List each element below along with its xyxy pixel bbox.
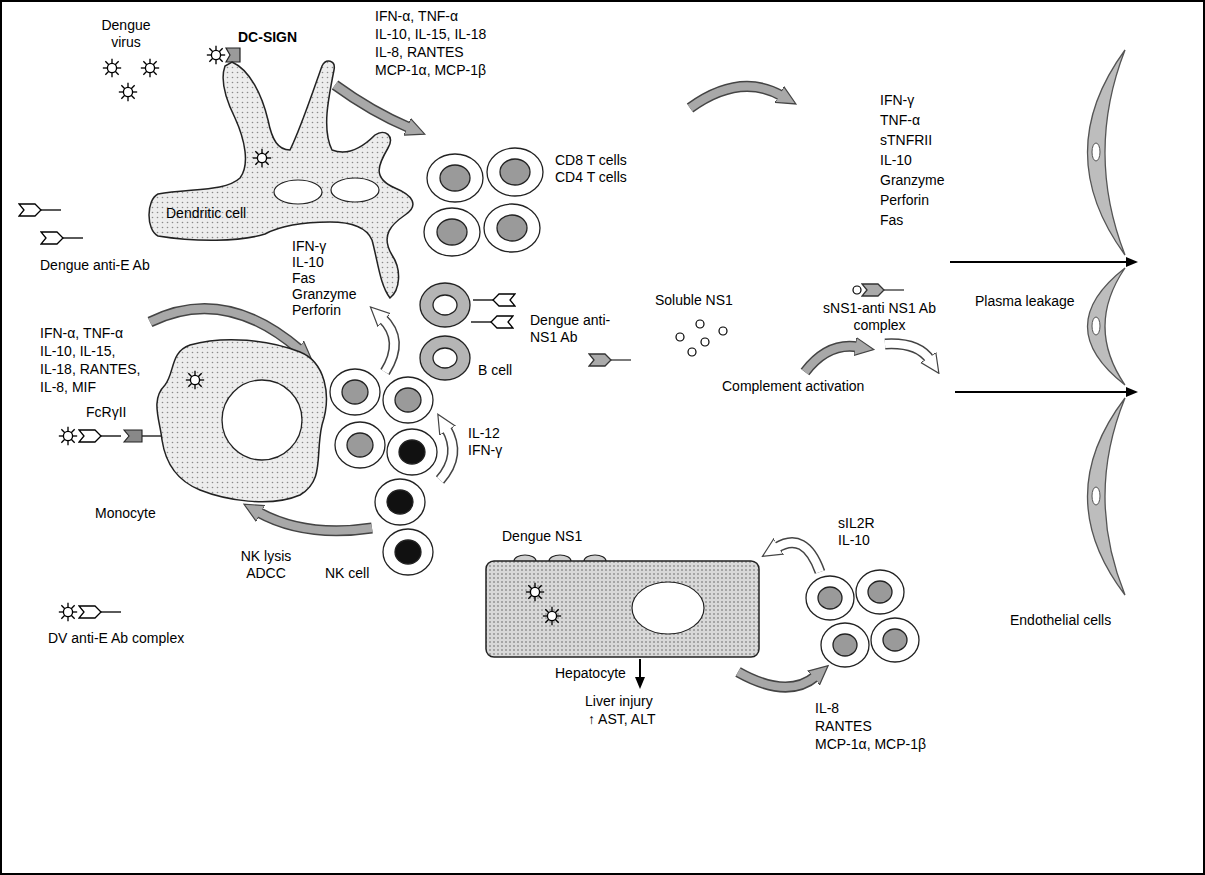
annotation-text: IFN-γ: [880, 92, 914, 109]
annotation-text: sNS1-anti NS1 Ab complex: [812, 300, 947, 334]
annotation-text: Complement activation: [722, 378, 864, 395]
annotation-text: RANTES: [815, 718, 872, 735]
t-cells: [330, 148, 919, 667]
annotation-text: DC-SIGN: [238, 29, 297, 46]
annotation-text: Endothelial cells: [1010, 612, 1111, 629]
annotation-text: Liver injury: [585, 693, 653, 710]
annotation-text: IFN-α, TNF-α: [40, 325, 123, 342]
annotation-text: Dengue virus: [95, 17, 157, 51]
cell-outline: [140, 340, 330, 505]
annotation-text: B cell: [478, 362, 512, 379]
annotation-text: IL-10, IL-15,: [40, 343, 116, 360]
annotation-text: MCP-1α, MCP-1β: [375, 62, 486, 79]
cell-outline: [150, 45, 420, 300]
annotation-text: IL-8: [815, 700, 839, 717]
b-cells: [420, 283, 470, 380]
annotation-text: IL-10: [292, 254, 324, 271]
annotation-text: MCP-1α, MCP-1β: [815, 736, 926, 753]
annotation-text: Perforin: [292, 302, 341, 319]
annotation-text: IFN-α, TNF-α: [375, 8, 458, 25]
cell-shape: Monocyte: [140, 340, 330, 505]
annotation-text: CD8 T cells CD4 T cells: [555, 152, 647, 186]
cell-shape: Hepatocyte: [485, 560, 760, 658]
annotation-text: Dengue NS1: [502, 528, 582, 545]
annotation-text: FcRγII: [86, 404, 126, 421]
annotation-text: Dengue anti-NS1 Ab: [530, 312, 622, 346]
annotation-text: sIL2R IL-10: [838, 515, 888, 549]
annotation-text: Perforin: [880, 192, 929, 209]
annotation-text: NK cell: [325, 565, 369, 582]
soluble-ns1: [676, 320, 727, 356]
cell-name: Monocyte: [95, 505, 156, 522]
annotation-text: IL-12 IFN-γ: [468, 425, 518, 459]
annotation-text: IL-18, RANTES,: [40, 361, 140, 378]
annotation-text: IFN-γ: [292, 238, 326, 255]
dc-sign-receptor: [226, 48, 240, 62]
annotation-text: Fas: [880, 212, 903, 229]
cell-outline: [485, 560, 760, 658]
annotation-text: ↑ AST, ALT: [588, 711, 655, 728]
annotation-text: Granzyme: [880, 172, 945, 189]
virus-particles: [103, 46, 225, 101]
annotation-text: IL-10: [880, 152, 912, 169]
cell-shape: Dendritic cell: [150, 45, 420, 300]
annotation-text: DV anti-E Ab complex: [48, 630, 184, 647]
annotation-text: Plasma leakage: [975, 293, 1075, 310]
annotation-text: Granzyme: [292, 286, 357, 303]
annotation-text: TNF-α: [880, 112, 920, 129]
annotation-text: NK lysis ADCC: [235, 548, 297, 582]
annotation-text: Fas: [292, 270, 315, 287]
cell-name: Dendritic cell: [166, 205, 246, 222]
annotation-text: Soluble NS1: [655, 292, 733, 309]
nk-cells: [375, 429, 437, 575]
annotation-text: IL-8, MIF: [40, 379, 96, 396]
antibodies: [19, 204, 904, 621]
annotation-text: Dengue anti-E Ab: [40, 257, 150, 274]
annotation-text: IL-10, IL-15, IL-18: [375, 26, 486, 43]
annotation-text: sTNFRII: [880, 132, 932, 149]
endothelial-cells: [1088, 50, 1126, 595]
cell-name: Hepatocyte: [555, 665, 626, 682]
annotation-text: IL-8, RANTES: [375, 44, 464, 61]
